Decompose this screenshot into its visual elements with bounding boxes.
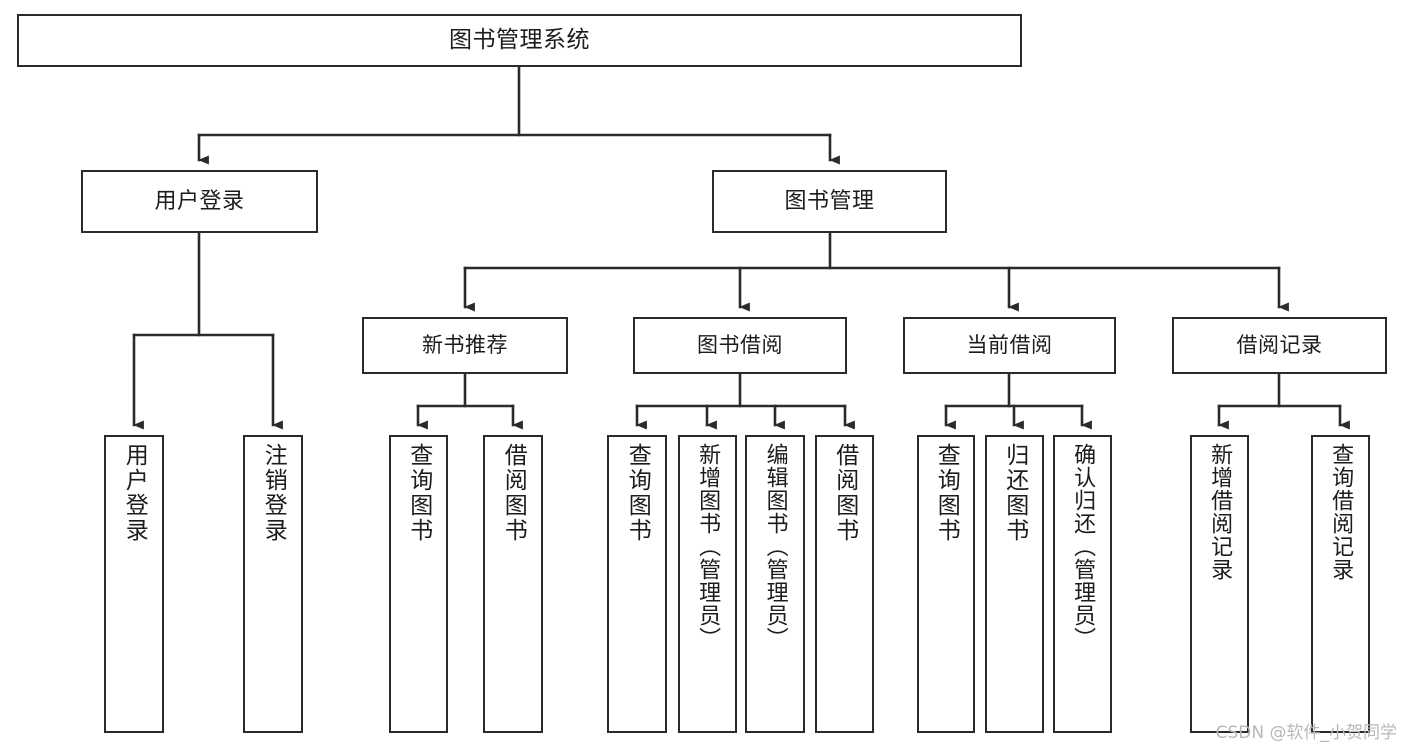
node-leaf-user-logout[interactable]: 注销登录 — [243, 435, 303, 733]
node-book-borrow-label: 图书借阅 — [697, 333, 783, 357]
node-leaf-user-login-label: 用户登录 — [121, 443, 148, 543]
node-book-borrow[interactable]: 图书借阅 — [633, 317, 847, 374]
node-leaf-user-login[interactable]: 用户登录 — [104, 435, 164, 733]
node-leaf-return-book[interactable]: 归还图书 — [985, 435, 1044, 733]
node-leaf-add-book-label: 新增图书（管理员） — [695, 443, 721, 650]
node-leaf-add-record[interactable]: 新增借阅记录 — [1190, 435, 1249, 733]
node-leaf-edit-book-label: 编辑图书（管理员） — [762, 443, 788, 650]
node-new-book-rec-label: 新书推荐 — [422, 333, 508, 357]
node-leaf-query-book-c[interactable]: 查询图书 — [917, 435, 975, 733]
node-leaf-borrow-book-rec[interactable]: 借阅图书 — [483, 435, 543, 733]
node-user-login[interactable]: 用户登录 — [81, 170, 318, 233]
node-leaf-return-book-label: 归还图书 — [1001, 443, 1028, 543]
node-root-label: 图书管理系统 — [449, 27, 590, 53]
watermark-text: CSDN @软件_小贺同学 — [1215, 723, 1397, 743]
node-leaf-borrow-book-rec-label: 借阅图书 — [500, 443, 527, 543]
node-leaf-query-book-rec-label: 查询图书 — [405, 443, 432, 543]
node-leaf-confirm-return[interactable]: 确认归还（管理员） — [1053, 435, 1112, 733]
node-leaf-confirm-return-label: 确认归还（管理员） — [1070, 443, 1096, 650]
node-leaf-borrow-book-b[interactable]: 借阅图书 — [815, 435, 874, 733]
node-leaf-add-book[interactable]: 新增图书（管理员） — [678, 435, 737, 733]
node-new-book-rec[interactable]: 新书推荐 — [362, 317, 568, 374]
node-leaf-query-book-rec[interactable]: 查询图书 — [389, 435, 448, 733]
node-leaf-query-book-b-label: 查询图书 — [624, 443, 651, 543]
node-leaf-user-logout-label: 注销登录 — [260, 443, 287, 543]
node-root[interactable]: 图书管理系统 — [17, 14, 1022, 67]
node-borrow-record-label: 借阅记录 — [1236, 333, 1323, 357]
node-leaf-edit-book[interactable]: 编辑图书（管理员） — [745, 435, 805, 733]
node-leaf-query-record-label: 查询借阅记录 — [1328, 443, 1354, 581]
node-book-manage-label: 图书管理 — [784, 188, 875, 214]
node-leaf-add-record-label: 新增借阅记录 — [1207, 443, 1233, 581]
node-leaf-query-book-b[interactable]: 查询图书 — [607, 435, 667, 733]
node-current-borrow-label: 当前借阅 — [966, 333, 1053, 357]
node-leaf-borrow-book-b-label: 借阅图书 — [831, 443, 858, 543]
node-current-borrow[interactable]: 当前借阅 — [903, 317, 1116, 374]
node-leaf-query-record[interactable]: 查询借阅记录 — [1311, 435, 1370, 733]
node-leaf-query-book-c-label: 查询图书 — [933, 443, 960, 543]
node-borrow-record[interactable]: 借阅记录 — [1172, 317, 1387, 374]
node-user-login-label: 用户登录 — [154, 188, 245, 214]
node-book-manage[interactable]: 图书管理 — [712, 170, 947, 233]
